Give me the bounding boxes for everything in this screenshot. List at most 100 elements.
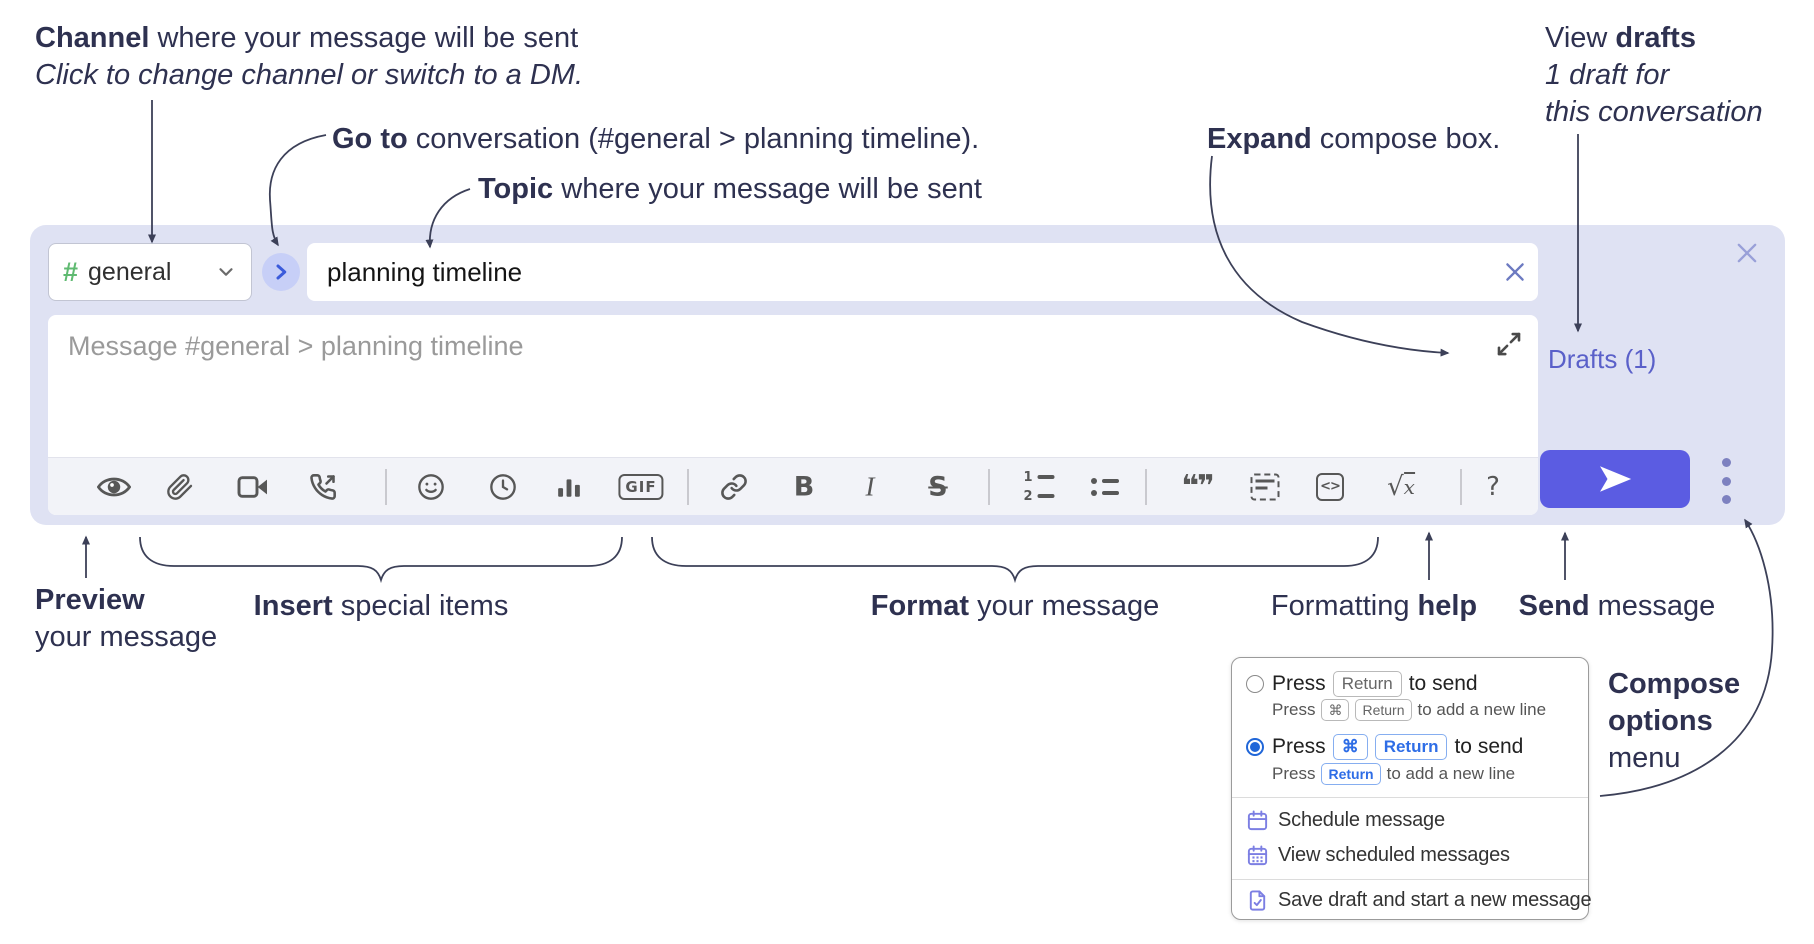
go-to-conversation-button[interactable] [262,253,300,291]
expand-icon [1497,332,1521,356]
quote-icon[interactable]: ❝❞ [1181,468,1214,504]
numbered-list-icon[interactable]: 1 2 [1024,471,1055,503]
bulleted-list-icon[interactable] [1091,477,1119,496]
toolbar-divider [1145,469,1147,505]
send-paper-plane-icon [1600,466,1632,492]
formatting-toolbar: GIF B I S 1 2 [48,457,1538,515]
annotation-drafts-line2: 1 draft for [1545,59,1670,91]
opt2-after: to send [1454,735,1524,758]
label-send-bold: Send [1518,590,1590,622]
schedule-clock-icon[interactable] [489,473,517,501]
annotation-expand-rest: compose box. [1311,123,1501,155]
menu-item-label: Save draft and start a new message [1278,889,1592,911]
annotation-channel-rest: where your message will be sent [149,22,579,54]
channel-hash-icon: # [63,256,79,287]
send-option-cmd-return-sub: Press Return to add a new line [1272,763,1515,785]
annotation-drafts-bold: drafts [1615,22,1696,54]
poll-chart-icon[interactable] [556,474,582,500]
return-key: Return [1374,734,1448,760]
annotation-channel-bold: Channel [35,22,150,54]
label-send-rest: message [1589,590,1716,622]
menu-item-save-draft[interactable]: Save draft and start a new message [1246,889,1592,912]
strikethrough-icon[interactable]: S [928,471,948,502]
label-insert: Insert special items [254,588,509,625]
annotation-drafts-pre: View [1545,22,1616,54]
sqrt-glyph: √ [1387,471,1404,502]
calendar-days-icon [1247,845,1268,866]
radio-unselected[interactable] [1246,675,1264,693]
formatting-help-icon[interactable]: ? [1486,471,1500,502]
return-key: Return [1332,671,1402,697]
message-input-box: GIF B I S 1 2 [48,315,1538,515]
menu-item-label: Schedule message [1278,809,1445,831]
emoji-icon[interactable] [417,473,445,501]
opt2-sub-after: to add a new line [1386,764,1516,783]
menu-divider [1232,797,1588,798]
annotation-topic-bold: Topic [478,173,554,205]
bold-icon[interactable]: B [793,471,815,502]
message-input[interactable] [48,315,1538,455]
code-glyph: <> [1316,472,1344,501]
label-insert-bold: Insert [253,590,333,622]
annotation-expand: Expand compose box. [1207,121,1500,158]
send-option-cmd-return[interactable]: Press ⌘Return to send [1246,734,1523,760]
close-compose-button[interactable] [1733,239,1763,269]
label-help-pre: Formatting [1270,590,1418,622]
brace-insert [139,536,623,584]
opt1-sub-after: to add a new line [1417,700,1547,719]
opt2-sub-press: Press [1272,764,1316,783]
italic-icon[interactable]: I [865,471,875,501]
spoiler-icon[interactable] [1250,473,1280,500]
menu-item-label: View scheduled messages [1278,844,1510,866]
annotation-goto: Go to conversation (#general > planning … [332,121,979,158]
chevron-right-icon [276,264,287,280]
calendar-icon [1247,810,1268,831]
menu-item-schedule-message[interactable]: Schedule message [1246,809,1445,832]
clear-topic-button[interactable] [1492,249,1538,295]
command-key: ⌘ [1332,734,1368,760]
chevron-down-icon [219,268,233,276]
attach-paperclip-icon[interactable] [166,473,194,501]
annotation-topic: Topic where your message will be sent [478,171,982,208]
topic-input[interactable] [307,256,1492,288]
channel-selector[interactable]: # general [48,243,252,301]
channel-name: general [88,257,172,286]
menu-item-view-scheduled[interactable]: View scheduled messages [1246,844,1510,867]
toolbar-divider [1460,469,1462,505]
toolbar-divider [687,469,689,505]
compose-options-menu-button[interactable] [1716,458,1736,504]
annotation-goto-bold: Go to [332,123,408,155]
toolbar-divider [385,469,387,505]
label-preview-line2: your message [35,621,218,653]
opt2-press: Press [1272,735,1326,758]
return-key: Return [1321,763,1381,785]
annotation-topic-rest: where your message will be sent [553,173,982,205]
math-icon[interactable]: √x [1387,471,1415,502]
opt1-after: to send [1408,672,1478,695]
return-key: Return [1355,699,1412,721]
compose-box: # general [30,225,1785,525]
math-x-glyph: x [1403,471,1415,499]
video-call-icon[interactable] [237,475,269,499]
label-format: Format your message [871,588,1160,625]
label-preview-bold: Preview [35,584,145,616]
toolbar-divider [988,469,990,505]
command-key: ⌘ [1321,699,1350,721]
gif-icon[interactable]: GIF [618,473,664,500]
voice-call-icon[interactable] [309,473,337,501]
radio-selected[interactable] [1246,738,1264,756]
label-compose-line3: menu [1608,742,1681,774]
link-icon[interactable] [720,473,748,501]
expand-compose-button[interactable] [1494,329,1526,361]
preview-eye-icon[interactable] [97,474,131,500]
send-button[interactable] [1540,450,1690,508]
code-icon[interactable]: <> [1316,472,1344,501]
label-compose-line2: options [1608,705,1713,737]
save-draft-icon [1249,890,1266,911]
label-help-bold: help [1417,590,1478,622]
drafts-link[interactable]: Drafts (1) [1548,344,1657,374]
label-format-rest: your message [969,590,1160,622]
